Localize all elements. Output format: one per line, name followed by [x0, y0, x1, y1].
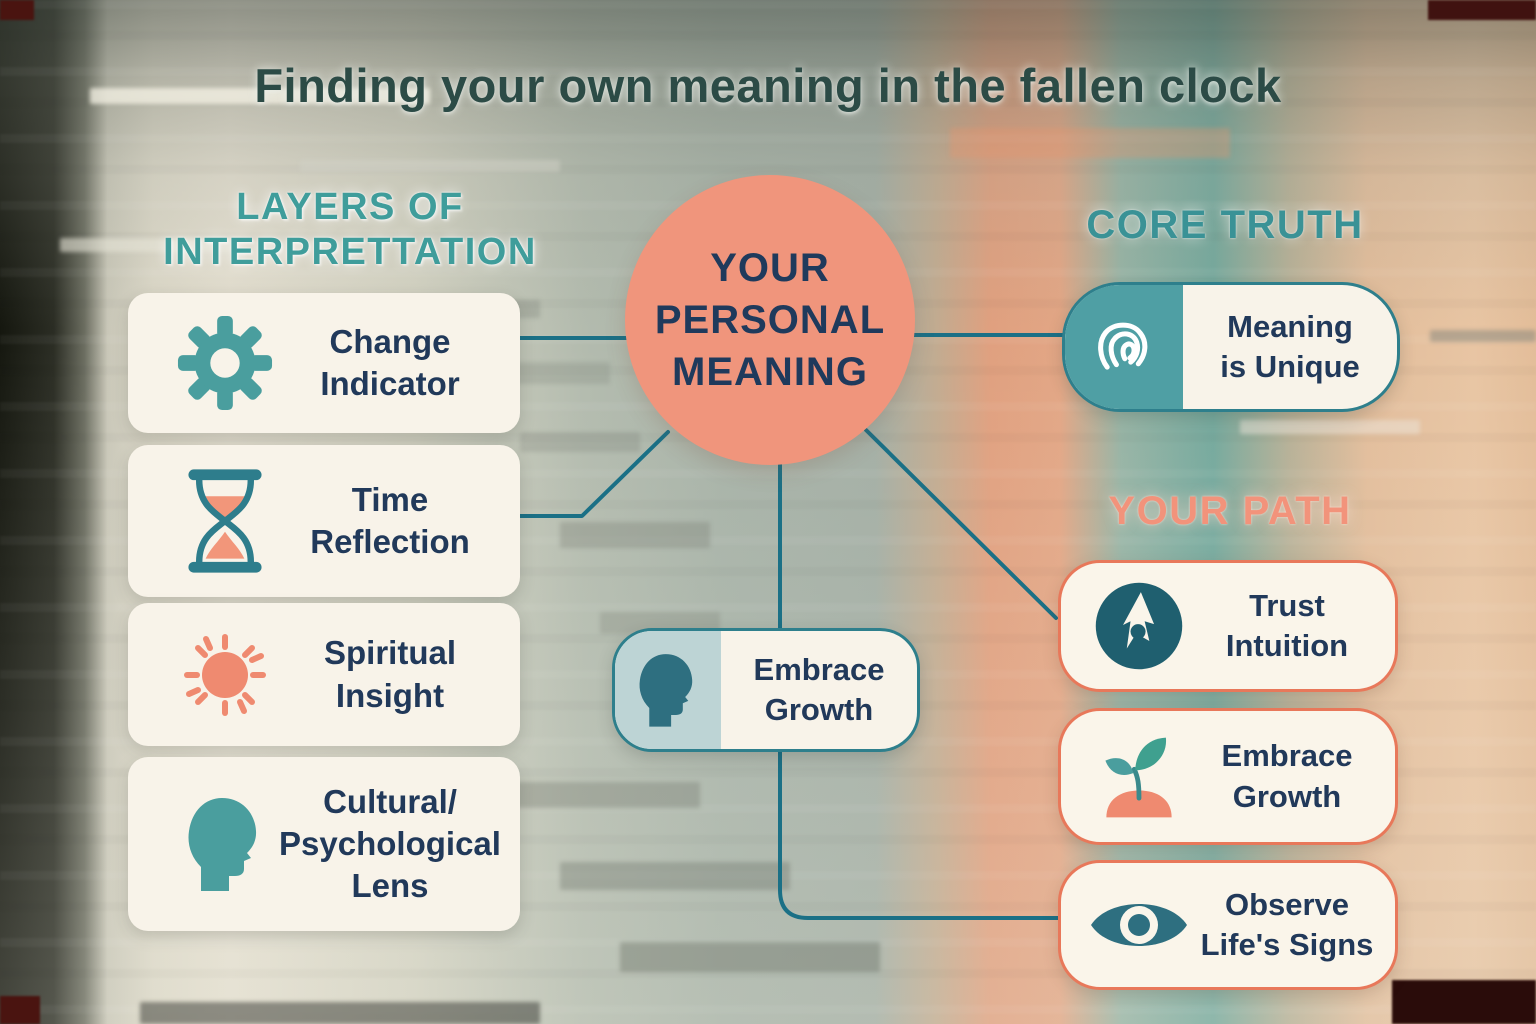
glitch-bar — [620, 942, 880, 972]
left-section-heading: LAYERS OF INTERPRETTATION — [163, 186, 537, 273]
card-label: Meaning is Unique — [1220, 308, 1360, 384]
your-path-heading: YOUR PATH — [1108, 489, 1352, 533]
compass-arrow-icon — [1087, 579, 1191, 673]
sun-icon — [172, 625, 278, 725]
card-change-indicator: Change Indicator — [128, 293, 520, 433]
card-embrace-growth-right: Embrace Growth — [1058, 708, 1398, 845]
head-profile-icon — [172, 792, 278, 896]
corner-artifact — [0, 0, 34, 20]
card-meaning-is-unique: Meaning is Unique — [1062, 282, 1400, 412]
line-circle-to-trust-intuition — [864, 428, 1058, 620]
central-node-your-personal-meaning: YOUR PERSONAL MEANING — [625, 175, 915, 465]
card-label: Change Indicator — [320, 322, 460, 402]
card-label: Trust Intuition — [1225, 587, 1349, 663]
card-observe-lifes-signs: Observe Life's Signs — [1058, 860, 1398, 990]
card-embrace-growth-center: Embrace Growth — [612, 628, 920, 752]
card-cultural-psychological-lens: Cultural/ Psychological Lens — [128, 757, 520, 931]
eye-icon — [1087, 887, 1191, 963]
head-profile-icon — [615, 631, 721, 749]
card-trust-intuition: Trust Intuition — [1058, 560, 1398, 692]
card-time-reflection: Time Reflection — [128, 445, 520, 597]
core-truth-heading: CORE TRUTH — [1086, 203, 1364, 247]
corner-artifact — [1392, 980, 1536, 1024]
glitch-bar — [560, 522, 710, 548]
glitch-bar — [300, 160, 560, 172]
page-title: Finding your own meaning in the fallen c… — [254, 59, 1282, 112]
glitch-bar — [90, 88, 430, 104]
glitch-bar — [140, 1002, 540, 1024]
fingerprint-icon — [1065, 285, 1183, 409]
card-spiritual-insight: Spiritual Insight — [128, 603, 520, 746]
glitch-bar — [1430, 330, 1536, 342]
gear-icon — [172, 314, 278, 412]
card-label: Embrace Growth — [1221, 738, 1353, 814]
glitch-bar — [60, 238, 240, 252]
glitch-bar — [520, 432, 640, 452]
sprout-icon — [1087, 729, 1191, 825]
corner-artifact — [1428, 0, 1536, 20]
card-label: Cultural/ Psychological Lens — [279, 782, 501, 905]
glitch-bar — [560, 862, 790, 890]
line-circle-to-observe-signs — [778, 462, 1060, 920]
card-label: Time Reflection — [310, 480, 470, 560]
hourglass-icon — [172, 467, 278, 575]
card-label: Spiritual Insight — [323, 634, 457, 714]
card-label: Observe Life's Signs — [1200, 886, 1374, 962]
glitch-bar — [1240, 420, 1420, 434]
corner-artifact — [0, 996, 40, 1024]
glitch-bar — [500, 782, 700, 808]
line-circle-to-time-reflection — [518, 430, 670, 518]
glitch-bar — [950, 128, 1230, 158]
card-label: Embrace Growth — [753, 651, 885, 727]
